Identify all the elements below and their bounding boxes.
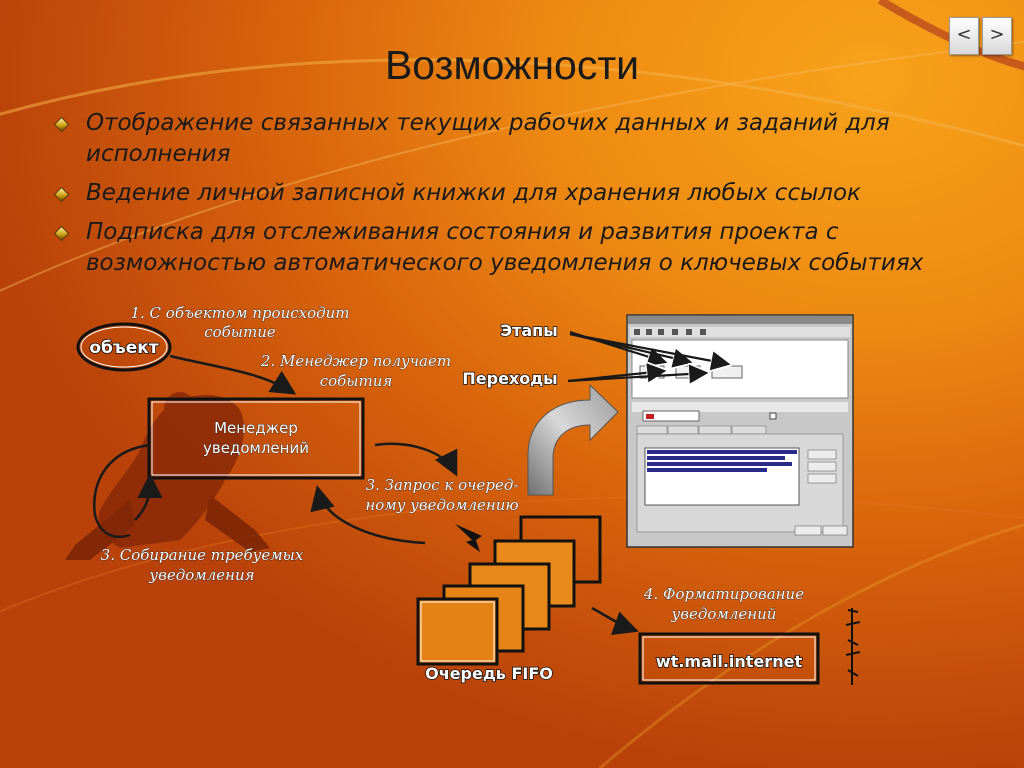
prev-slide-button[interactable]: < <box>949 17 979 55</box>
slide-title: Возможности <box>384 42 640 88</box>
step2-line2: события <box>320 372 393 390</box>
runner-silhouette-icon <box>65 392 270 560</box>
step3-collect-line2: уведомления <box>148 566 254 584</box>
app-window-screenshot <box>626 314 854 548</box>
step1-line2: событие <box>204 323 276 341</box>
step3-query-line2: ному уведомлению <box>365 496 518 514</box>
step3-query-line1: 3. Запрос к очеред- <box>366 476 519 494</box>
manager-box <box>147 397 365 480</box>
fifo-queue-stack <box>416 515 602 666</box>
arrow-queue-to-mail <box>591 606 639 636</box>
curved-gray-arrow-icon <box>527 383 619 496</box>
bullet-text: Ведение личной записной книжки для хране… <box>86 180 861 206</box>
arrow-stages-3 <box>569 332 728 364</box>
bullet-item: Ведение личной записной книжки для хране… <box>52 178 972 209</box>
bullet-list: Отображение связанных текущих рабочих да… <box>52 108 972 287</box>
fifo-queue-label: Очередь FIFO <box>425 664 553 683</box>
arrow-return-to-manager <box>310 485 426 545</box>
arrow-manager-to-query <box>374 442 458 477</box>
manager-line2: уведомлений <box>203 439 309 457</box>
object-label: объект <box>89 338 158 358</box>
step1-line1: 1. С объектом происходит <box>130 304 349 322</box>
transitions-label: Переходы <box>462 369 557 388</box>
manager-line1: Менеджер <box>214 419 298 437</box>
step4-line1: 4. Форматирование <box>643 585 804 603</box>
pointer-arrow-icon <box>455 524 482 552</box>
next-slide-button[interactable]: > <box>982 17 1012 55</box>
mail-box <box>638 632 820 685</box>
bullet-text: Подписка для отслеживания состояния и ра… <box>86 219 924 276</box>
loop-arrow-left <box>93 443 151 539</box>
step4-line2: уведомлений <box>671 605 777 623</box>
bullet-item: Подписка для отслеживания состояния и ра… <box>52 217 972 279</box>
mail-label: wt.mail.internet <box>656 652 803 671</box>
arrow-transitions-2 <box>567 373 706 381</box>
bullet-text: Отображение связанных текущих рабочих да… <box>86 110 890 167</box>
step3-collect-line1: 3. Собирание требуемых <box>101 546 304 564</box>
vertical-scribble-icon <box>845 608 861 685</box>
stages-label: Этапы <box>500 321 557 340</box>
object-ellipse <box>76 322 172 372</box>
bullet-item: Отображение связанных текущих рабочих да… <box>52 108 972 170</box>
arrow-object-to-manager <box>169 354 297 395</box>
step2-line1: 2. Менеджер получает <box>260 352 451 370</box>
